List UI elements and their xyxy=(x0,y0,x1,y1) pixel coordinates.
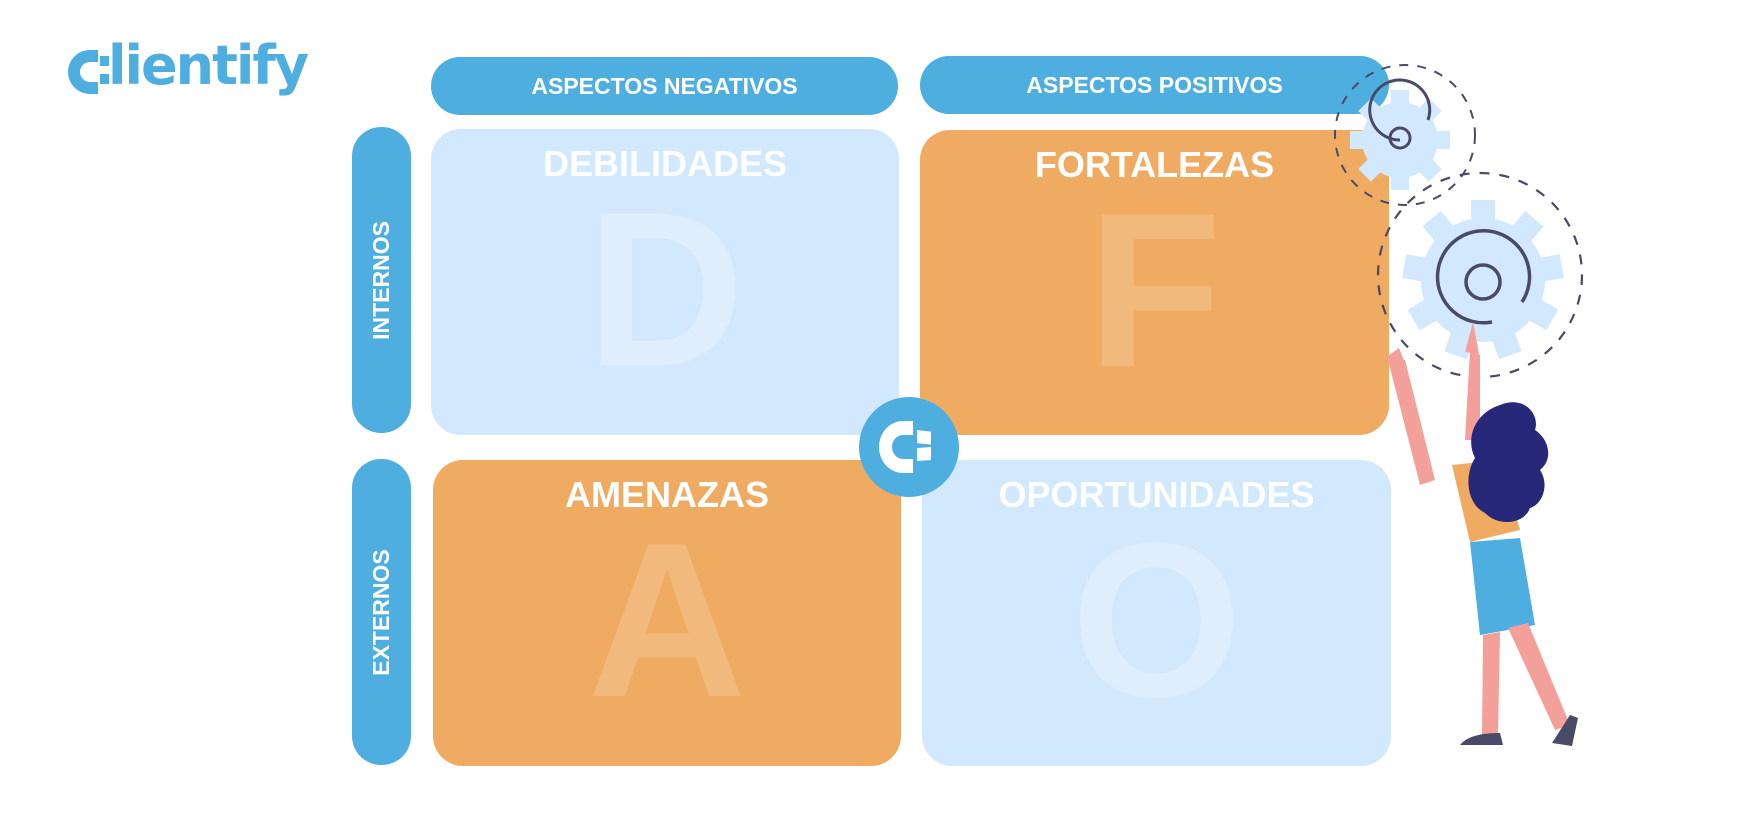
logo-wordmark: lientify xyxy=(108,34,309,97)
quadrant-letter: A xyxy=(587,497,747,743)
quadrant-fortalezas: F FORTALEZAS xyxy=(920,130,1389,435)
row-header-external-label: EXTERNOS xyxy=(368,548,394,676)
quadrant-title: AMENAZAS xyxy=(565,474,769,515)
clientify-logo xyxy=(62,38,312,118)
row-header-internal-label: INTERNOS xyxy=(368,220,394,340)
gear-icon xyxy=(1334,64,1476,206)
quadrant-letter: D xyxy=(585,166,745,412)
quadrant-letter: O xyxy=(1070,497,1243,743)
quadrant-letter: F xyxy=(1087,167,1222,413)
gear-icon xyxy=(1376,171,1584,379)
quadrant-amenazas: A AMENAZAS xyxy=(433,460,901,766)
column-header-positive: ASPECTOS POSITIVOS xyxy=(920,56,1389,114)
woman-figure xyxy=(1385,322,1578,746)
quadrant-title: OPORTUNIDADES xyxy=(998,474,1315,515)
column-header-positive-label: ASPECTOS POSITIVOS xyxy=(1026,71,1283,98)
center-badge xyxy=(859,397,959,497)
quadrant-debilidades: D DEBILIDADES xyxy=(431,129,899,435)
quadrant-title: DEBILIDADES xyxy=(542,143,788,184)
illustration-woman-gears xyxy=(1334,64,1584,746)
row-header-external: EXTERNOS xyxy=(352,459,411,765)
row-header-internal: INTERNOS xyxy=(352,127,411,433)
clientify-logo-icon xyxy=(68,50,109,94)
quadrant-oportunidades: O OPORTUNIDADES xyxy=(922,460,1391,766)
clientify-c-icon xyxy=(879,421,931,473)
quadrant-title: FORTALEZAS xyxy=(1034,144,1275,185)
column-header-negative: ASPECTOS NEGATIVOS xyxy=(431,57,898,115)
column-header-negative-label: ASPECTOS NEGATIVOS xyxy=(531,72,798,99)
